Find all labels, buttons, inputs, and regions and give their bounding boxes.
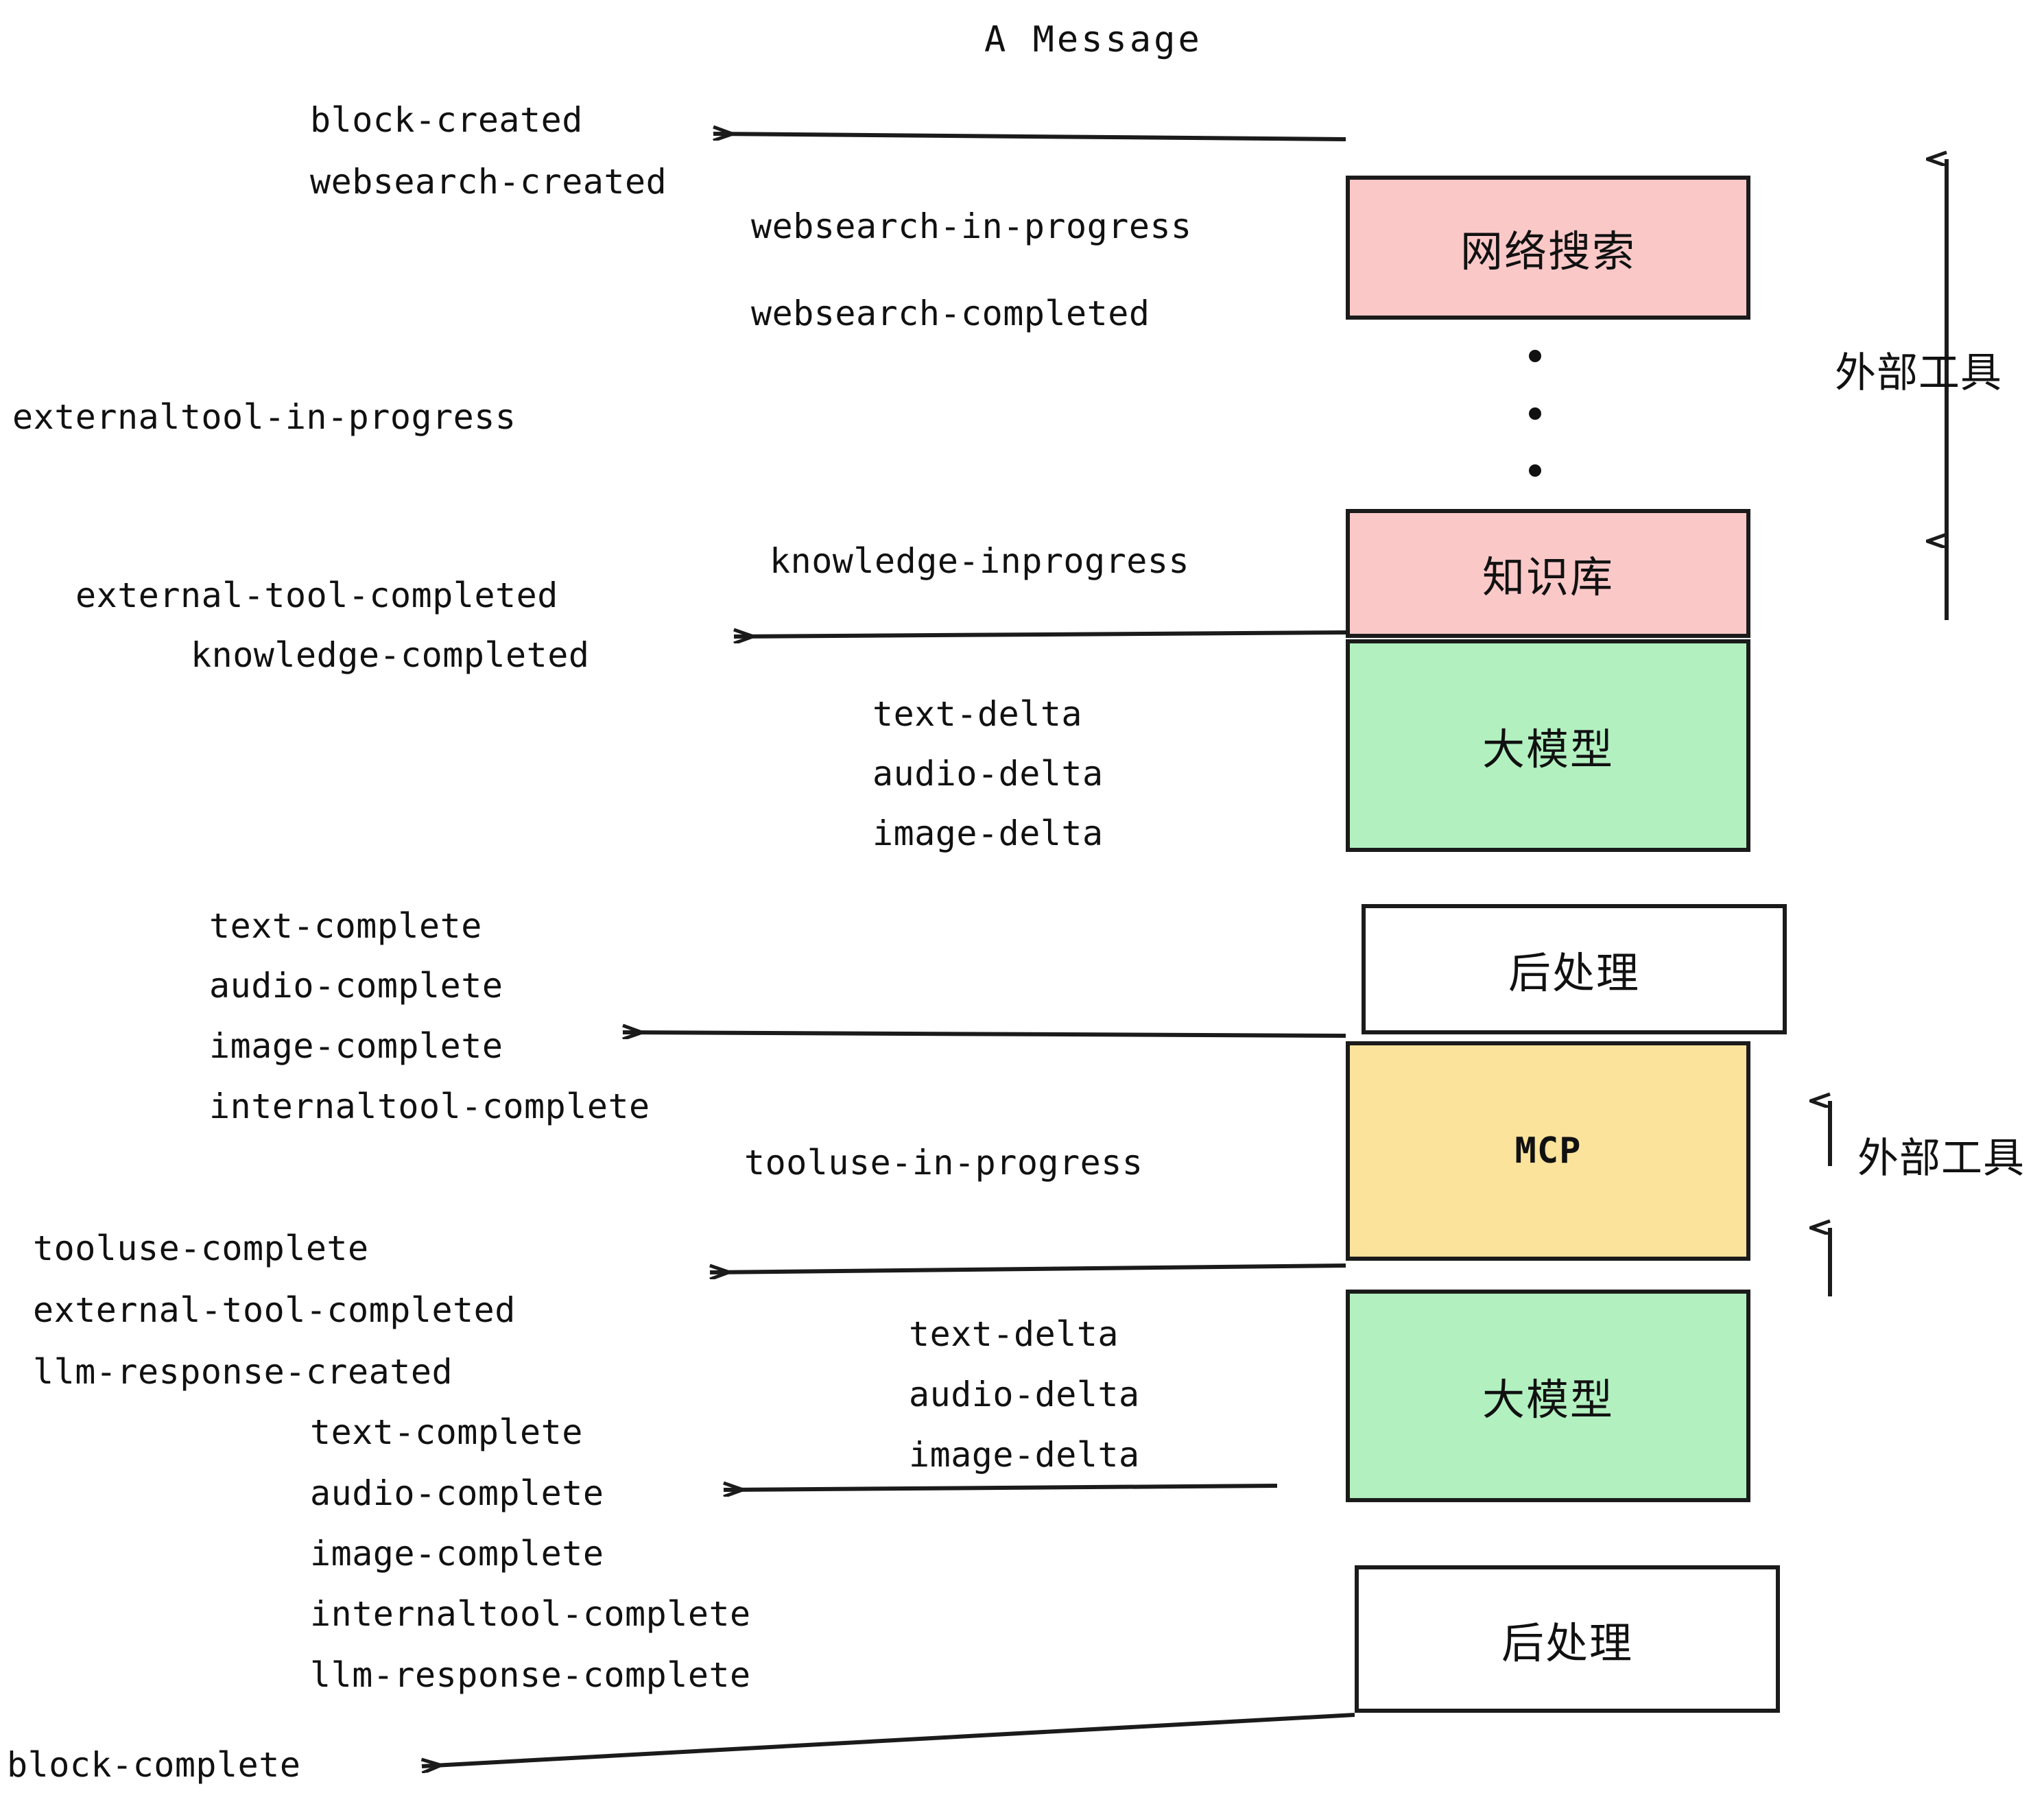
event-label-tooluse-complete: tooluse-complete — [33, 1229, 369, 1268]
event-label-websearch-in-progress: websearch-in-progress — [751, 206, 1192, 246]
event-label-image-complete-2: image-complete — [310, 1534, 604, 1574]
event-label-audio-delta-2b: audio-delta — [909, 1375, 1140, 1414]
ellipsis-dots — [1528, 350, 1542, 477]
event-label-llm-response-created: llm-response-created — [33, 1352, 453, 1392]
box-llm-top[interactable]: 大模型 — [1346, 639, 1750, 852]
box-llm-top-label: 大模型 — [1482, 724, 1614, 774]
box-knowledge-label: 知识库 — [1482, 552, 1614, 602]
event-label-text-delta-1: text-delta — [872, 694, 1083, 734]
box-postprocess-bottom[interactable]: 后处理 — [1355, 1565, 1780, 1713]
box-mcp-label: MCP — [1514, 1130, 1582, 1172]
event-label-tooluse-in-progress: tooluse-in-progress — [744, 1143, 1143, 1183]
box-websearch-label: 网络搜索 — [1460, 226, 1636, 276]
diagram-title: A Message — [984, 19, 1202, 60]
event-label-text-complete-2: text-complete — [310, 1412, 583, 1452]
arrow-knowledge-to-knowledge-completed — [734, 632, 1346, 637]
event-label-websearch-completed: websearch-completed — [751, 294, 1150, 333]
arrow-mcp-to-tooluse-complete — [710, 1263, 1346, 1272]
box-websearch[interactable]: 网络搜索 — [1346, 176, 1750, 320]
side-label-external-tools-top: 外部工具 — [1835, 349, 2002, 397]
box-llm-bottom-label: 大模型 — [1482, 1375, 1614, 1425]
event-label-llm-response-complete: llm-response-complete — [310, 1655, 751, 1695]
event-label-knowledge-completed: knowledge-completed — [191, 635, 590, 675]
arrow-postprocess-to-block-complete — [422, 1713, 1355, 1766]
event-label-audio-delta-1: audio-delta — [872, 754, 1104, 794]
box-knowledge[interactable]: 知识库 — [1346, 509, 1750, 638]
box-llm-bottom[interactable]: 大模型 — [1346, 1290, 1750, 1502]
event-label-audio-complete-2: audio-complete — [310, 1473, 604, 1513]
event-label-block-complete: block-complete — [7, 1745, 301, 1785]
arrow-websearch-to-block-created — [713, 134, 1346, 141]
arrow-postprocess-to-image-complete — [623, 1032, 1346, 1036]
dot-1 — [1529, 350, 1541, 362]
event-label-audio-complete-1: audio-complete — [209, 966, 503, 1006]
event-label-external-tool-completed-2: external-tool-completed — [33, 1290, 516, 1330]
event-label-image-delta-1: image-delta — [872, 814, 1104, 853]
box-mcp[interactable]: MCP — [1346, 1041, 1750, 1261]
box-postprocess-top-label: 后处理 — [1508, 948, 1640, 998]
arrow-llm-to-audio-complete — [724, 1486, 1278, 1490]
event-label-externaltool-in-progress: externaltool-in-progress — [12, 397, 516, 437]
event-label-image-complete-1: image-complete — [209, 1026, 503, 1066]
event-label-block-created: block-created — [310, 100, 583, 140]
dot-3 — [1529, 464, 1541, 477]
event-label-image-delta-2b: image-delta — [909, 1435, 1140, 1475]
event-label-knowledge-inprogress: knowledge-inprogress — [770, 541, 1190, 581]
event-label-text-complete-1: text-complete — [209, 906, 482, 946]
side-label-external-tools-bottom: 外部工具 — [1857, 1135, 2025, 1183]
box-postprocess-top[interactable]: 后处理 — [1362, 904, 1787, 1034]
event-label-external-tool-completed: external-tool-completed — [75, 575, 558, 615]
event-label-websearch-created: websearch-created — [310, 162, 667, 202]
dot-2 — [1529, 407, 1541, 420]
event-label-internaltool-complete-1: internaltool-complete — [209, 1087, 650, 1126]
event-label-text-delta-2: text-delta — [909, 1314, 1119, 1354]
box-postprocess-bottom-label: 后处理 — [1501, 1617, 1633, 1668]
event-label-internaltool-complete-2: internaltool-complete — [310, 1594, 751, 1634]
